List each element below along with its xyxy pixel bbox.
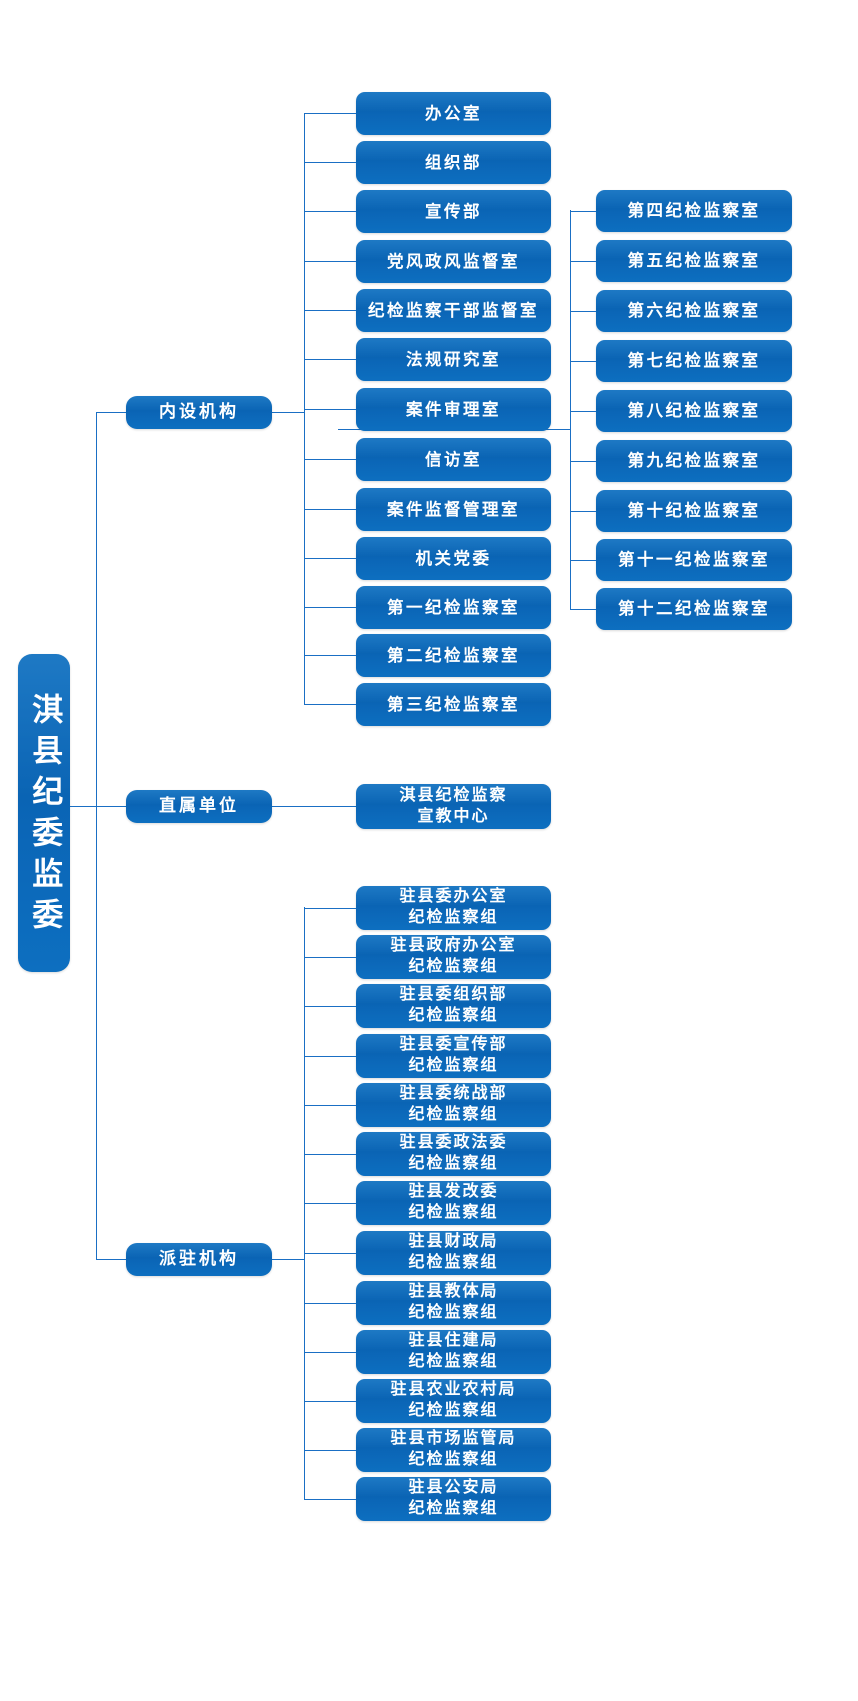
- connector-b-8: [570, 609, 596, 610]
- stationed-item-9[interactable]: 驻县住建局 纪检监察组: [356, 1330, 551, 1374]
- connector-a-2: [304, 211, 356, 212]
- connector-root-stub: [68, 806, 96, 807]
- connector-s-0: [304, 908, 356, 909]
- connector-s-7: [304, 1253, 356, 1254]
- internal-b-item-7[interactable]: 第十一纪检监察室: [596, 539, 792, 581]
- root-node[interactable]: 淇县纪委监委: [18, 654, 70, 972]
- internal-item-7[interactable]: 信访室: [356, 438, 551, 481]
- internal-item-2[interactable]: 宣传部: [356, 190, 551, 233]
- internal-b-item-0[interactable]: 第四纪检监察室: [596, 190, 792, 232]
- stationed-item-7[interactable]: 驻县财政局 纪检监察组: [356, 1231, 551, 1275]
- connector-a-3: [304, 261, 356, 262]
- internal-b-item-3[interactable]: 第七纪检监察室: [596, 340, 792, 382]
- connector-spine-direct: [96, 806, 126, 807]
- connector-a-12: [304, 704, 356, 705]
- internal-item-6[interactable]: 案件审理室: [356, 388, 551, 431]
- internal-item-8[interactable]: 案件监督管理室: [356, 488, 551, 531]
- connector-b-1: [570, 261, 596, 262]
- direct-item-0[interactable]: 淇县纪检监察 宣教中心: [356, 784, 551, 829]
- connector-s-3: [304, 1056, 356, 1057]
- connector-b-2: [570, 311, 596, 312]
- stationed-item-3[interactable]: 驻县委宣传部 纪检监察组: [356, 1034, 551, 1078]
- stationed-item-11[interactable]: 驻县市场监管局 纪检监察组: [356, 1428, 551, 1472]
- connector-s-12: [304, 1499, 356, 1500]
- connector-s-5: [304, 1154, 356, 1155]
- connector-b-6: [570, 511, 596, 512]
- category-direct[interactable]: 直属单位: [126, 790, 272, 823]
- stationed-item-1[interactable]: 驻县政府办公室 纪检监察组: [356, 935, 551, 979]
- internal-item-0[interactable]: 办公室: [356, 92, 551, 135]
- connector-main-spine: [96, 412, 97, 1260]
- connector-s-6: [304, 1203, 356, 1204]
- connector-s-8: [304, 1303, 356, 1304]
- connector-a-4: [304, 310, 356, 311]
- connector-stationed-out: [272, 1259, 304, 1260]
- stationed-item-6[interactable]: 驻县发改委 纪检监察组: [356, 1181, 551, 1225]
- category-stationed[interactable]: 派驻机构: [126, 1243, 272, 1276]
- connector-s-2: [304, 1006, 356, 1007]
- connector-s-11: [304, 1450, 356, 1451]
- internal-item-9[interactable]: 机关党委: [356, 537, 551, 580]
- internal-item-5[interactable]: 法规研究室: [356, 338, 551, 381]
- connector-direct-out: [272, 806, 356, 807]
- connector-s-10: [304, 1401, 356, 1402]
- internal-b-item-6[interactable]: 第十纪检监察室: [596, 490, 792, 532]
- internal-item-11[interactable]: 第二纪检监察室: [356, 634, 551, 677]
- connector-b-3: [570, 361, 596, 362]
- internal-item-12[interactable]: 第三纪检监察室: [356, 683, 551, 726]
- connector-b-5: [570, 461, 596, 462]
- internal-item-10[interactable]: 第一纪检监察室: [356, 586, 551, 629]
- internal-item-4[interactable]: 纪检监察干部监督室: [356, 289, 551, 332]
- connector-s-4: [304, 1105, 356, 1106]
- stationed-item-5[interactable]: 驻县委政法委 纪检监察组: [356, 1132, 551, 1176]
- internal-b-item-5[interactable]: 第九纪检监察室: [596, 440, 792, 482]
- internal-b-item-1[interactable]: 第五纪检监察室: [596, 240, 792, 282]
- connector-b-0: [570, 211, 596, 212]
- connector-a-9: [304, 558, 356, 559]
- connector-a-6: [304, 409, 356, 410]
- internal-item-1[interactable]: 组织部: [356, 141, 551, 184]
- connector-a-7: [304, 459, 356, 460]
- internal-b-item-4[interactable]: 第八纪检监察室: [596, 390, 792, 432]
- internal-item-3[interactable]: 党风政风监督室: [356, 240, 551, 283]
- category-internal[interactable]: 内设机构: [126, 396, 272, 429]
- stationed-item-4[interactable]: 驻县委统战部 纪检监察组: [356, 1083, 551, 1127]
- connector-a-1: [304, 162, 356, 163]
- connector-spine-internal: [96, 412, 126, 413]
- stationed-item-12[interactable]: 驻县公安局 纪检监察组: [356, 1477, 551, 1521]
- stationed-item-10[interactable]: 驻县农业农村局 纪检监察组: [356, 1379, 551, 1423]
- connector-b-7: [570, 560, 596, 561]
- connector-a-8: [304, 509, 356, 510]
- connector-internal-out: [272, 412, 304, 413]
- stationed-item-8[interactable]: 驻县教体局 纪检监察组: [356, 1281, 551, 1325]
- connector-s-1: [304, 957, 356, 958]
- connector-spine-stationed: [96, 1259, 126, 1260]
- internal-b-item-8[interactable]: 第十二纪检监察室: [596, 588, 792, 630]
- connector-a-5: [304, 359, 356, 360]
- stationed-item-0[interactable]: 驻县委办公室 纪检监察组: [356, 886, 551, 930]
- internal-b-item-2[interactable]: 第六纪检监察室: [596, 290, 792, 332]
- connector-a-0: [304, 113, 356, 114]
- connector-s-9: [304, 1352, 356, 1353]
- connector-b-4: [570, 411, 596, 412]
- stationed-item-2[interactable]: 驻县委组织部 纪检监察组: [356, 984, 551, 1028]
- connector-columnB-spine: [570, 210, 571, 610]
- connector-a-11: [304, 655, 356, 656]
- connector-a-10: [304, 607, 356, 608]
